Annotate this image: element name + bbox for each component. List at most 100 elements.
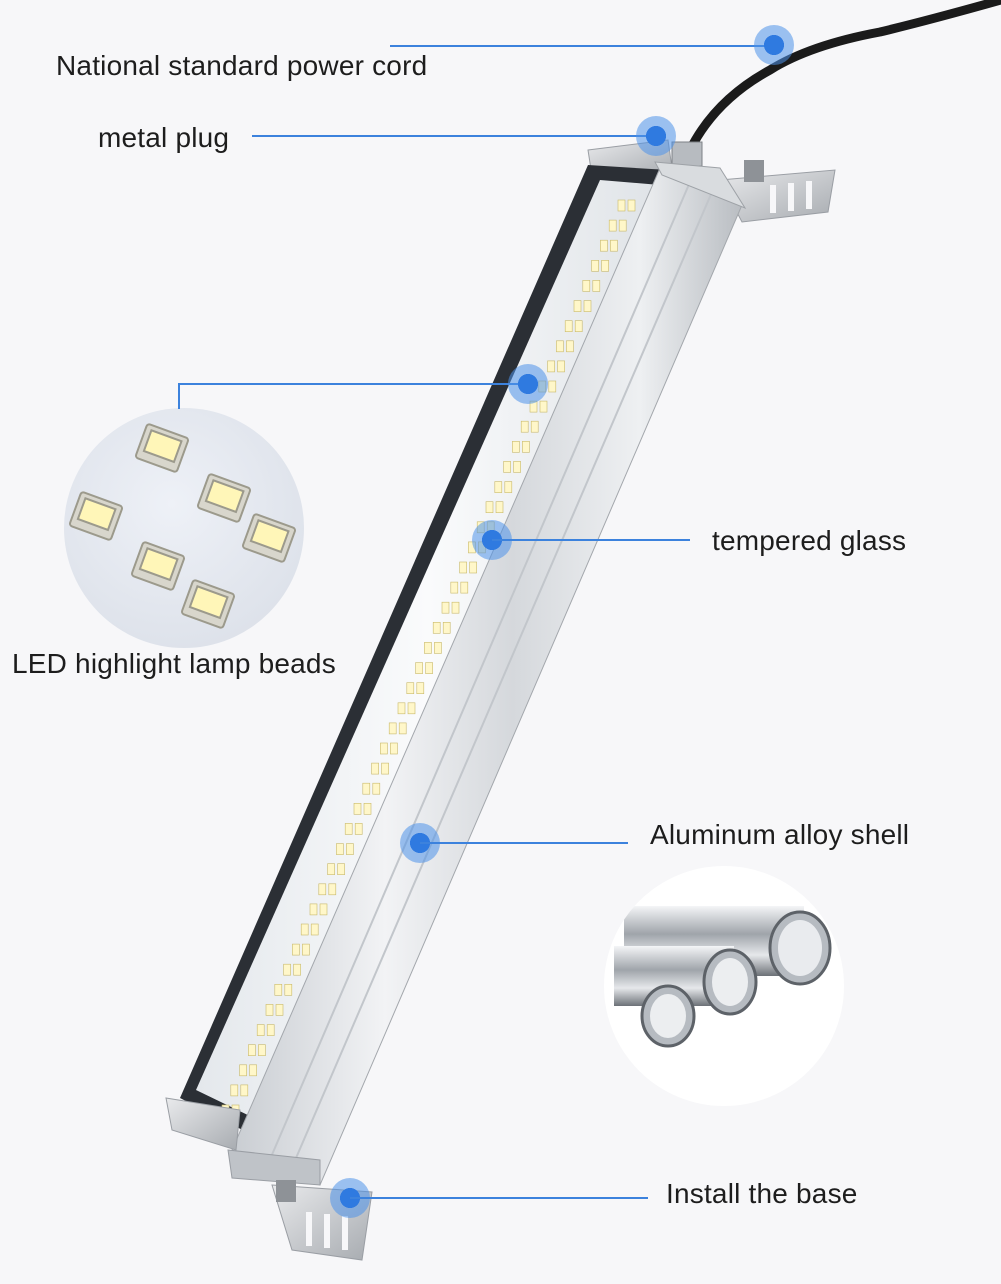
led-bead [275,1004,284,1016]
led-bead [582,280,591,292]
led-bead [520,420,529,433]
base-leader [350,1197,648,1199]
led-bead [372,782,381,795]
lamp-beads-leader [178,383,528,385]
led-bead [309,903,318,916]
led-bead [557,360,565,373]
metal-plug-leader [252,135,656,137]
led-bead [556,340,564,353]
power-cord [685,0,1001,155]
led-bead [618,219,627,232]
led-bead [424,642,432,654]
led-bead [434,642,442,654]
led-bead [416,682,425,695]
shell-label: Aluminum alloy shell [650,819,910,850]
power-cord-leader [390,45,774,47]
metal-plug-marker [636,116,676,156]
led-bead [371,762,379,775]
led-bead [574,320,583,333]
led-bead [293,963,301,976]
led-bead [451,601,460,614]
led-bead [274,983,283,996]
tempered-glass-leader [492,539,690,541]
led-bead [380,742,388,755]
led-bead [583,300,592,312]
led-bead [336,843,344,855]
led-bead [504,481,513,493]
led-bead [591,259,599,272]
led-bead [485,501,494,514]
led-bead [344,823,353,835]
lamp-beads-marker [508,364,548,404]
led-bead [513,461,521,473]
led-bead [248,1044,256,1056]
led-bead [432,621,441,634]
led-bead [592,280,601,292]
led-bead [318,883,327,896]
led-bead [469,561,477,574]
aluminum-tube [614,906,832,1048]
led-bead [292,943,300,956]
led-bead [397,702,406,715]
led-bead [415,662,423,674]
led-bead [381,762,389,775]
power-cord-marker [754,25,794,65]
lamp-bead-chip [69,423,296,629]
led-bead [337,863,345,876]
led-bead [388,722,397,735]
led-bead [284,983,293,996]
led-bead [407,702,416,715]
led-bead [354,823,363,835]
led-bead [573,300,582,312]
power-cord-label: National standard power cord [56,50,428,81]
led-bead [548,380,557,393]
lamp-beads-label: LED highlight lamp beads [12,648,336,679]
led-bead [302,943,310,956]
led-bead [239,1064,247,1077]
led-bead [566,340,574,353]
led-bead [627,199,636,212]
led-bead [530,420,539,433]
led-bead [283,963,291,976]
led-bead [600,239,608,252]
led-bead [539,400,548,413]
led-bead [266,1024,275,1036]
led-bead [503,461,511,473]
led-beads-closeup [64,408,304,648]
led-bead [441,601,450,614]
led-bead [240,1084,249,1097]
metal-plug [671,141,703,167]
led-bead [319,903,328,916]
led-bead [230,1084,239,1097]
led-bead [425,662,433,674]
led-bead [328,883,337,896]
aluminum-tubes-closeup [604,866,844,1106]
led-bead [601,259,609,272]
led-bead [442,621,451,634]
led-bead [265,1004,274,1016]
led-bead [300,923,309,936]
tempered-glass-label: tempered glass [712,525,907,556]
led-bead [363,802,372,815]
led-beads [221,199,636,1117]
led-bead [362,782,371,795]
led-bead [406,682,415,695]
led-bead [610,239,618,252]
led-bead [249,1064,257,1077]
led-bead [547,360,555,373]
led-bead [450,581,459,594]
led-bead [617,199,626,212]
led-bead [390,742,398,755]
led-bead [346,843,354,855]
shell-leader [420,842,628,844]
led-bead [512,440,520,453]
led-bead [398,722,407,735]
led-bead [310,923,319,936]
metal-plug-label: metal plug [98,122,230,153]
led-bead [256,1024,265,1036]
lamp-beads-leader-vertical [178,383,180,409]
led-bead [494,481,503,493]
led-bead [327,863,335,876]
led-bead [495,501,504,514]
